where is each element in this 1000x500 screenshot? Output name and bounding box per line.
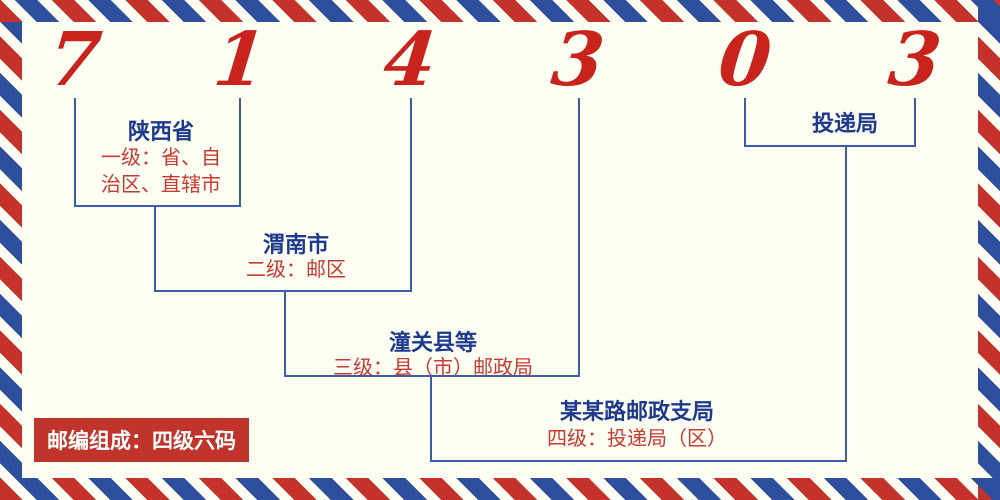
- connector-digit1-vertical: [74, 98, 76, 205]
- connector-digit5-vertical: [744, 98, 746, 145]
- airmail-border-right: [978, 0, 1000, 500]
- connector-level3-bottom: [284, 375, 580, 377]
- level1-title: 陕西省: [127, 120, 195, 145]
- connector-step3-vertical: [284, 290, 286, 375]
- connector-digit3-vertical: [410, 98, 412, 290]
- connector-level2-bottom: [154, 290, 412, 292]
- connector-step2-vertical: [154, 205, 156, 290]
- airmail-border-bottom: [0, 478, 1000, 500]
- postal-code-composition-badge: 邮编组成：四级六码: [34, 418, 249, 462]
- connector-step4-vertical: [430, 375, 432, 460]
- postal-digit-1: 7: [44, 17, 106, 103]
- connector-digit6-vertical: [914, 98, 916, 145]
- level2-desc: 二级：邮区: [246, 257, 346, 281]
- delivery-office-title: 投递局: [811, 112, 879, 137]
- postal-digit-3: 4: [379, 17, 441, 103]
- connector-step5-vertical: [845, 145, 847, 460]
- connector-level1-bottom: [74, 205, 241, 207]
- level4-title: 某某路邮政支局: [559, 400, 715, 425]
- postal-digit-5: 0: [714, 17, 776, 103]
- level3-title: 潼关县等: [388, 331, 478, 356]
- postal-digit-2: 1: [209, 17, 271, 103]
- level3-desc: 三级：县（市）邮政局: [333, 355, 533, 379]
- level2-title: 渭南市: [262, 233, 330, 258]
- postal-digit-4: 3: [547, 17, 609, 103]
- connector-level4-bottom: [430, 460, 847, 462]
- airmail-border-left: [0, 0, 22, 500]
- connector-delivery-bottom: [744, 145, 916, 147]
- connector-digit2-vertical: [239, 98, 241, 205]
- level4-desc: 四级：投递局（区）: [547, 426, 727, 450]
- connector-digit4-vertical: [578, 98, 580, 375]
- level1-desc: 一级：省、自治区、直辖市: [101, 145, 221, 196]
- postal-digit-6: 3: [884, 17, 946, 103]
- airmail-border-top: [0, 0, 1000, 22]
